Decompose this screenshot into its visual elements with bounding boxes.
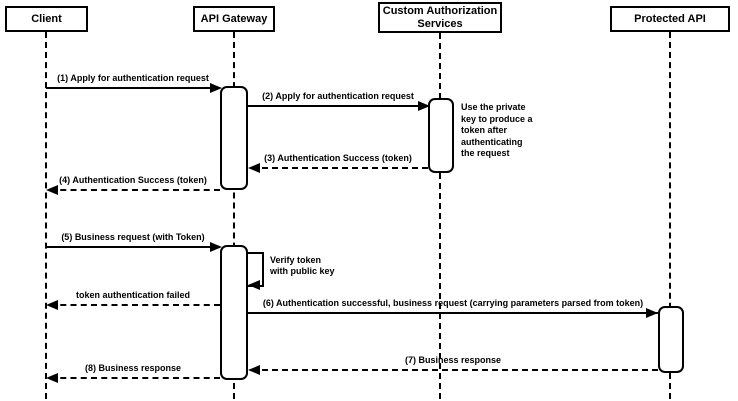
arrowhead-left-icon bbox=[248, 280, 260, 290]
arrowhead-left-icon bbox=[248, 163, 260, 173]
arrowhead-right-icon bbox=[210, 242, 222, 252]
message-label-3: (3) Authentication Success (token) bbox=[264, 153, 412, 163]
lifeline-protected-api bbox=[669, 32, 671, 399]
participant-protected-api: Protected API bbox=[610, 6, 730, 32]
message-label-7: (6) Authentication successful, business … bbox=[262, 298, 644, 308]
participant-protected-api-label: Protected API bbox=[634, 12, 706, 25]
arrowhead-left-icon bbox=[46, 185, 58, 195]
message-label-9: (8) Business response bbox=[84, 363, 182, 373]
arrowhead-left-icon bbox=[46, 373, 58, 383]
note-private-key: Use the private key to produce a token a… bbox=[461, 102, 533, 158]
arrowhead-left-icon bbox=[248, 365, 260, 375]
message-arrow-5 bbox=[46, 246, 220, 248]
message-arrow-8 bbox=[252, 369, 658, 371]
message-arrow-2 bbox=[248, 105, 428, 107]
activation-custom-authorization-services bbox=[428, 98, 454, 173]
self-message-label: Verify token with public key bbox=[270, 255, 335, 276]
message-arrow-3 bbox=[252, 167, 428, 169]
message-arrow-6 bbox=[50, 304, 220, 306]
lifeline-custom-authorization-services bbox=[439, 33, 441, 399]
message-label-1: (1) Apply for authentication request bbox=[57, 73, 209, 83]
activation-api-gateway-1 bbox=[220, 86, 248, 190]
message-arrow-7 bbox=[248, 312, 658, 314]
message-label-2: (2) Apply for authentication request bbox=[262, 91, 414, 101]
message-label-8: (7) Business response bbox=[404, 355, 502, 365]
arrowhead-left-icon bbox=[46, 300, 58, 310]
activation-api-gateway-2 bbox=[220, 245, 248, 380]
message-arrow-4 bbox=[50, 189, 220, 191]
message-label-4: (4) Authentication Success (token) bbox=[59, 175, 207, 185]
arrowhead-right-icon bbox=[418, 101, 430, 111]
arrowhead-right-icon bbox=[210, 83, 222, 93]
lifeline-api-gateway bbox=[233, 32, 235, 399]
arrowhead-right-icon bbox=[646, 308, 658, 318]
participant-api-gateway-label: API Gateway bbox=[200, 12, 268, 25]
message-arrow-9 bbox=[50, 377, 220, 379]
participant-custom-authorization-services: Custom Authorization Services bbox=[378, 2, 502, 33]
participant-client-label: Client bbox=[31, 12, 62, 25]
message-label-6: token authentication failed bbox=[75, 290, 190, 300]
activation-protected-api bbox=[658, 306, 684, 373]
participant-client: Client bbox=[5, 6, 88, 32]
message-label-5: (5) Business request (with Token) bbox=[61, 232, 205, 242]
participant-custom-authorization-services-label: Custom Authorization Services bbox=[382, 4, 498, 30]
message-arrow-1 bbox=[46, 87, 220, 89]
participant-api-gateway: API Gateway bbox=[193, 6, 275, 32]
lifeline-client bbox=[45, 32, 47, 399]
